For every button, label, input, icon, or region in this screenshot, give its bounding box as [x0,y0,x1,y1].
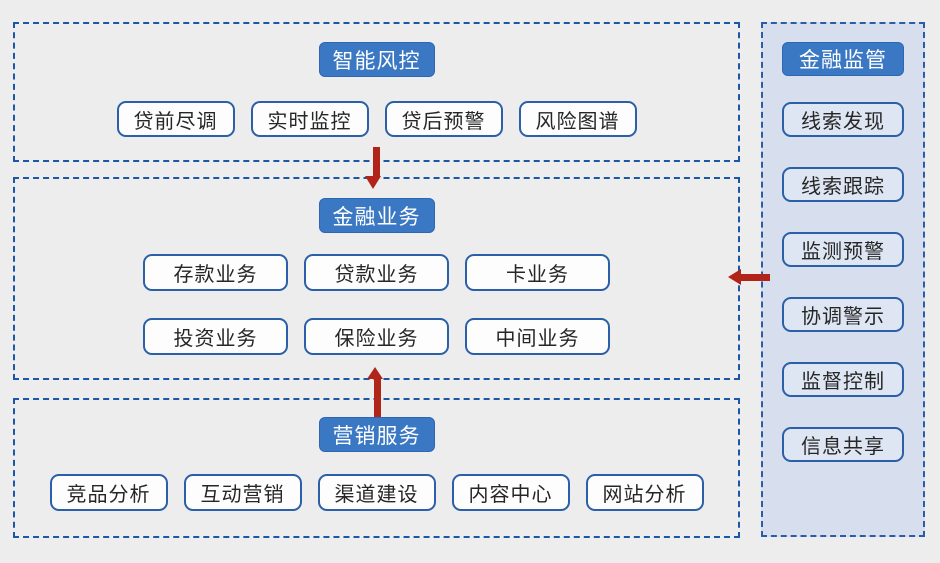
node-insurance-business: 保险业务 [304,318,449,355]
node-loan-business: 贷款业务 [304,254,449,291]
section-marketing-header: 营销服务 [318,417,435,452]
node-information-sharing: 信息共享 [782,427,904,462]
risk-items-row: 贷前尽调 实时监控 贷后预警 风险图谱 [15,101,738,137]
node-post-loan-warning: 贷后预警 [384,101,503,137]
node-risk-graph: 风险图谱 [518,101,637,137]
panel-financial-supervision: 金融监管 线索发现 线索跟踪 监测预警 协调警示 监督控制 信息共享 [761,22,925,537]
arrow-supervision-to-finance-shaft [740,274,770,281]
node-channel-building: 渠道建设 [317,474,436,511]
node-pre-loan-diligence: 贷前尽调 [116,101,235,137]
node-clue-discovery: 线索发现 [782,102,904,137]
arrow-down-icon [365,176,381,189]
node-intermediate-business: 中间业务 [465,318,610,355]
section-marketing-services: 营销服务 竞品分析 互动营销 渠道建设 内容中心 网站分析 [13,398,740,538]
arrow-risk-to-finance-shaft [373,147,380,177]
node-supervision-control: 监督控制 [782,362,904,397]
supervision-items: 线索发现 线索跟踪 监测预警 协调警示 监督控制 信息共享 [782,102,904,462]
finance-items-row-2: 投资业务 保险业务 中间业务 [15,318,738,355]
arrow-up-icon [367,367,383,379]
node-competitor-analysis: 竞品分析 [49,474,168,511]
node-monitoring-warning: 监测预警 [782,232,904,267]
finance-items-row-1: 存款业务 贷款业务 卡业务 [15,254,738,291]
node-coordination-alert: 协调警示 [782,297,904,332]
node-website-analysis: 网站分析 [585,474,704,511]
node-investment-business: 投资业务 [143,318,288,355]
arrow-left-icon [728,269,741,285]
node-realtime-monitoring: 实时监控 [250,101,369,137]
node-deposit-business: 存款业务 [143,254,288,291]
node-interactive-marketing: 互动营销 [183,474,302,511]
node-content-center: 内容中心 [451,474,570,511]
arrow-marketing-to-finance-shaft [374,378,381,417]
node-clue-tracking: 线索跟踪 [782,167,904,202]
panel-supervision-header: 金融监管 [782,42,904,76]
section-risk-header: 智能风控 [318,42,435,77]
section-risk-control: 智能风控 贷前尽调 实时监控 贷后预警 风险图谱 [13,22,740,162]
marketing-items-row: 竞品分析 互动营销 渠道建设 内容中心 网站分析 [15,474,738,511]
node-card-business: 卡业务 [465,254,610,291]
section-finance-header: 金融业务 [318,198,435,233]
section-financial-business: 金融业务 存款业务 贷款业务 卡业务 投资业务 保险业务 中间业务 [13,177,740,380]
